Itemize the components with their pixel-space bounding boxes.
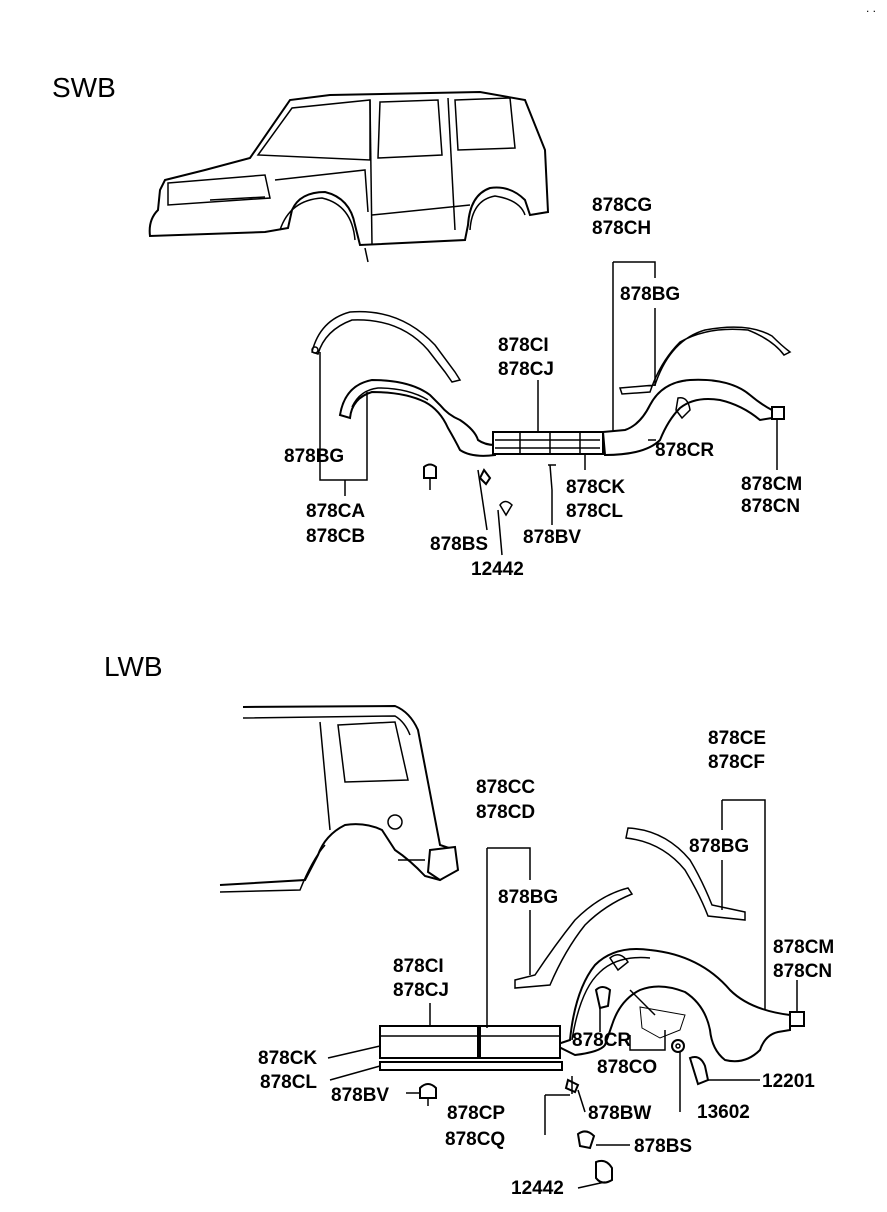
label-878cr-swb: 878CR [655, 440, 714, 461]
label-878cl-swb: 878CL [566, 501, 623, 522]
label-878co-lwb: 878CO [597, 1057, 657, 1078]
label-878cj-swb: 878CJ [498, 359, 554, 380]
swb-leader-lines [319, 261, 778, 556]
label-878cc-lwb: 878CC [476, 777, 535, 798]
label-878bg-swb-right: 878BG [620, 284, 680, 305]
label-878ci-lwb: 878CI [393, 956, 444, 977]
swb-fasteners [423, 463, 556, 517]
label-13602-lwb: 13602 [697, 1102, 750, 1123]
label-878cf-lwb: 878CF [708, 752, 765, 773]
label-878cm-swb: 878CM [741, 474, 802, 495]
label-878cd-lwb: 878CD [476, 802, 535, 823]
label-878bv-swb: 878BV [523, 527, 581, 548]
label-878ce-lwb: 878CE [708, 728, 766, 749]
label-878cq-lwb: 878CQ [445, 1129, 505, 1150]
lwb-side-sill-molding [379, 1025, 570, 1135]
lwb-rear-fender-flare [514, 827, 805, 1063]
swb-vehicle-body-illustration [148, 90, 550, 263]
label-878bg-lwb-right: 878BG [689, 836, 749, 857]
label-878cb-swb: 878CB [306, 526, 365, 547]
swb-side-sill-molding [492, 431, 604, 455]
label-878bs-lwb: 878BS [634, 1136, 692, 1157]
label-878bg-lwb-mid: 878BG [498, 887, 558, 908]
label-878ch-swb: 878CH [592, 218, 651, 239]
label-878ci-swb: 878CI [498, 335, 549, 356]
label-878cj-lwb: 878CJ [393, 980, 449, 1001]
section-title-swb: SWB [52, 72, 116, 103]
label-878ck-swb: 878CK [566, 477, 625, 498]
label-878bw-lwb: 878BW [588, 1103, 651, 1124]
lwb-rear-body-illustration [219, 704, 460, 893]
label-12201-lwb: 12201 [762, 1071, 815, 1092]
label-878cr-lwb: 878CR [572, 1030, 631, 1051]
label-878cm-lwb: 878CM [773, 937, 834, 958]
label-12442-swb: 12442 [471, 559, 524, 580]
label-878cp-lwb: 878CP [447, 1103, 505, 1124]
label-878bs-swb: 878BS [430, 534, 488, 555]
label-878cl-lwb: 878CL [260, 1072, 317, 1093]
corner-mark: . . [866, 1, 876, 15]
lwb-leader-lines [327, 799, 798, 1189]
label-878cn-lwb: 878CN [773, 961, 832, 982]
label-878cg-swb: 878CG [592, 195, 652, 216]
swb-rear-fender-flare [601, 326, 792, 457]
section-title-lwb: LWB [104, 651, 163, 682]
label-878bg-swb-left: 878BG [284, 446, 344, 467]
swb-front-fender-flare [311, 310, 496, 457]
lwb-fasteners [419, 986, 710, 1184]
label-878cn-swb: 878CN [741, 496, 800, 517]
label-878ck-lwb: 878CK [258, 1048, 317, 1069]
label-12442-lwb: 12442 [511, 1178, 564, 1199]
label-878ca-swb: 878CA [306, 501, 365, 522]
label-878bv-lwb: 878BV [331, 1085, 389, 1106]
